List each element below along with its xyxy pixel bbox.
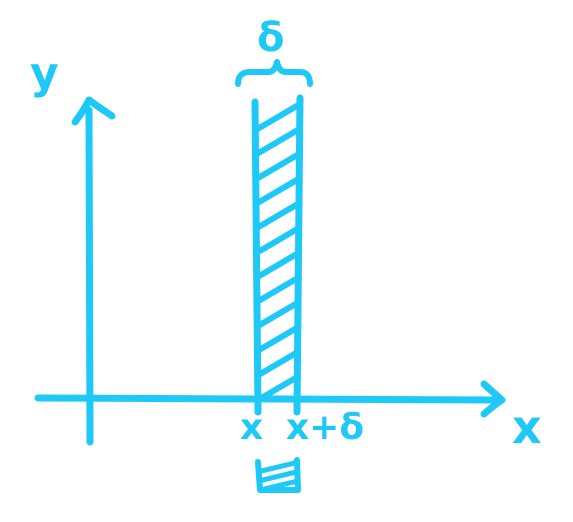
hatch-line — [257, 469, 300, 484]
arrow-up-icon — [71, 96, 116, 126]
width-brace — [235, 59, 313, 87]
right-edge-label: x+δ — [286, 407, 365, 448]
hatch-line — [257, 459, 300, 474]
legend-swatch — [255, 457, 301, 493]
swatch-hatching — [257, 459, 300, 493]
hatch-line — [255, 373, 301, 403]
hatch-line — [255, 299, 301, 329]
strip — [251, 94, 304, 416]
arrow-right-icon — [480, 380, 506, 418]
hatch-line — [255, 126, 301, 157]
x-axis — [34, 380, 506, 418]
hatch-line — [255, 151, 301, 181]
hatch-line — [255, 225, 301, 255]
hatch-line — [257, 478, 300, 493]
hatch-line — [255, 348, 301, 379]
y-axis-line — [85, 106, 94, 446]
left-edge-label: x — [240, 407, 264, 448]
y-axis — [71, 96, 116, 446]
hatch-line — [255, 274, 301, 305]
strip-hatching — [255, 102, 301, 403]
hatch-line — [255, 102, 301, 132]
hatch-line — [255, 176, 301, 206]
x-axis-label: x — [512, 400, 542, 454]
y-axis-label: y — [30, 48, 59, 99]
hatch-line — [255, 324, 301, 354]
swatch-outline — [255, 457, 301, 493]
hatch-line — [255, 250, 301, 280]
x-axis-line — [34, 394, 504, 404]
hatch-line — [255, 200, 301, 231]
strip-left-edge — [251, 98, 262, 416]
width-brace-label: δ — [257, 15, 285, 61]
